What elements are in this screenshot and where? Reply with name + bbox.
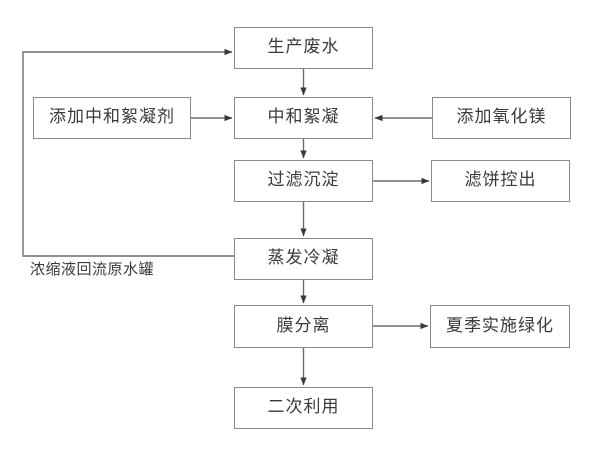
node-membrane-separation[interactable]: 膜分离 bbox=[234, 305, 373, 348]
node-label: 生产废水 bbox=[267, 37, 340, 57]
node-add-neutralizing-flocculant[interactable]: 添加中和絮凝剂 bbox=[33, 97, 191, 139]
node-label: 中和絮凝 bbox=[267, 107, 340, 127]
node-filtration-precipitation[interactable]: 过滤沉淀 bbox=[234, 160, 373, 202]
node-neutralization-flocculation[interactable]: 中和絮凝 bbox=[234, 97, 373, 139]
node-evaporation-condensation[interactable]: 蒸发冷凝 bbox=[234, 238, 373, 280]
node-label: 添加中和絮凝剂 bbox=[49, 107, 175, 127]
node-summer-greening[interactable]: 夏季实施绿化 bbox=[430, 305, 570, 348]
node-label: 滤饼控出 bbox=[464, 170, 537, 190]
node-production-wastewater[interactable]: 生产废水 bbox=[234, 27, 373, 69]
node-label: 蒸发冷凝 bbox=[267, 248, 340, 268]
node-label: 膜分离 bbox=[276, 315, 331, 336]
node-label: 二次利用 bbox=[267, 397, 340, 417]
label-recycle-note: 浓缩液回流原水罐 bbox=[30, 260, 155, 278]
node-filter-cake-output[interactable]: 滤饼控出 bbox=[431, 160, 570, 202]
connector-recycle-feedback-loop bbox=[22, 48, 234, 257]
node-add-magnesium-oxide[interactable]: 添加氧化镁 bbox=[432, 97, 571, 139]
node-label: 夏季实施绿化 bbox=[446, 315, 554, 336]
node-label: 添加氧化镁 bbox=[456, 107, 547, 127]
node-secondary-reuse[interactable]: 二次利用 bbox=[234, 387, 373, 429]
node-label: 过滤沉淀 bbox=[267, 170, 340, 190]
